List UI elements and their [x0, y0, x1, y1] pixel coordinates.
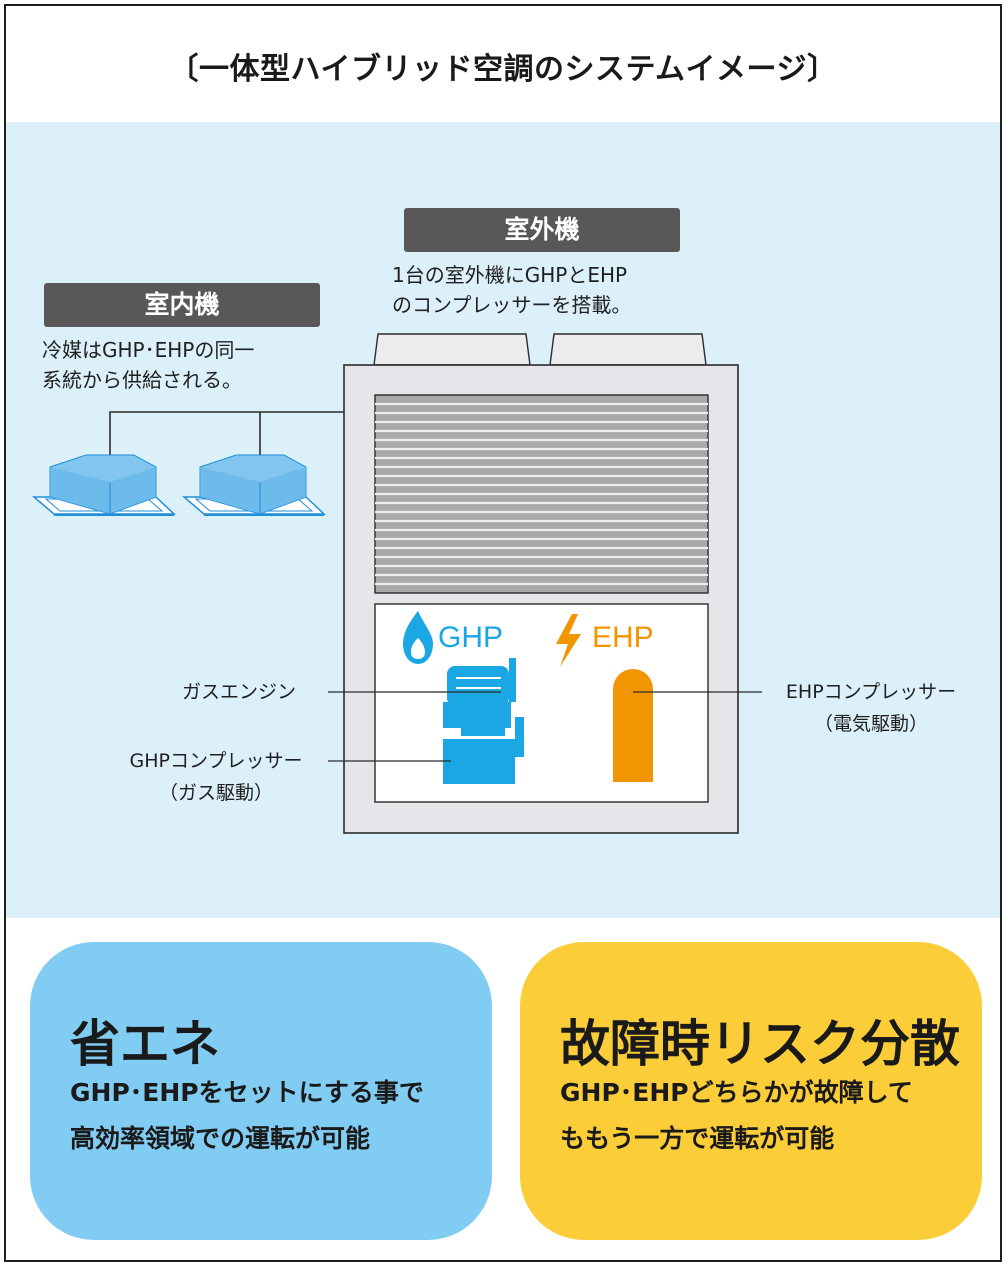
indoor-unit-1	[31, 454, 176, 516]
outdoor-unit-tag: 室外機	[404, 208, 680, 252]
risk-distribution-line-1: GHP･EHPどちらかが故障して	[560, 1078, 913, 1107]
system-illustration	[31, 333, 762, 834]
energy-saving-line-1: GHP･EHPをセットにする事で	[70, 1078, 424, 1107]
risk-distribution-title: 故障時リスク分散	[560, 1015, 960, 1073]
indoor-desc-line-1: 冷媒はGHP･EHPの同一	[42, 338, 255, 362]
page-title: 〔一体型ハイブリッド空調のシステムイメージ〕	[168, 52, 838, 87]
energy-saving-title: 省エネ	[70, 1015, 220, 1073]
system-diagram: 室外機 1台の室外機にGHPとEHP のコンプレッサーを搭載。 室内機 冷媒はG…	[6, 122, 1000, 918]
indoor-desc-line-2: 系統から供給される。	[42, 368, 242, 392]
outdoor-desc-line-1: 1台の室外機にGHPとEHP	[392, 263, 628, 287]
energy-saving-text: GHP･EHPをセットにする事で 高効率領域での運転が可能	[70, 1070, 424, 1162]
callout-lines	[328, 691, 762, 762]
outdoor-desc-line-2: のコンプレッサーを搭載。	[392, 293, 632, 317]
indoor-unit-2	[181, 454, 326, 516]
outdoor-unit	[343, 333, 739, 834]
grille	[374, 394, 709, 594]
risk-distribution-line-2: ももう一方で運転が可能	[560, 1124, 835, 1153]
refrigerant-pipe	[109, 411, 344, 455]
indoor-unit-tag: 室内機	[44, 283, 320, 327]
risk-distribution-card: 故障時リスク分散 GHP･EHPどちらかが故障して ももう一方で運転が可能	[520, 942, 982, 1240]
ghp-compressor	[443, 739, 515, 784]
lightning-icon	[556, 614, 581, 667]
fan-housing-right	[549, 333, 707, 366]
risk-distribution-text: GHP･EHPどちらかが故障して ももう一方で運転が可能	[560, 1070, 913, 1162]
gas-engine-icon	[443, 658, 524, 757]
ehp-compressor-label-2: （電気駆動）	[813, 713, 928, 735]
ghp-label: GHP	[438, 621, 504, 654]
ehp-label: EHP	[592, 621, 654, 654]
flame-icon	[403, 611, 433, 664]
gas-engine-label: ガスエンジン	[182, 681, 297, 703]
ghp-compressor-label-2: （ガス駆動）	[158, 782, 273, 804]
energy-saving-card: 省エネ GHP･EHPをセットにする事で 高効率領域での運転が可能	[30, 942, 492, 1240]
ehp-compressor	[613, 669, 653, 782]
fan-housing-left	[373, 333, 531, 366]
energy-saving-line-2: 高効率領域での運転が可能	[70, 1124, 371, 1153]
diagram-frame: 〔一体型ハイブリッド空調のシステムイメージ〕	[4, 4, 1002, 1262]
ehp-compressor-label-1: EHPコンプレッサー	[785, 681, 957, 703]
ghp-compressor-label-1: GHPコンプレッサー	[129, 750, 303, 772]
